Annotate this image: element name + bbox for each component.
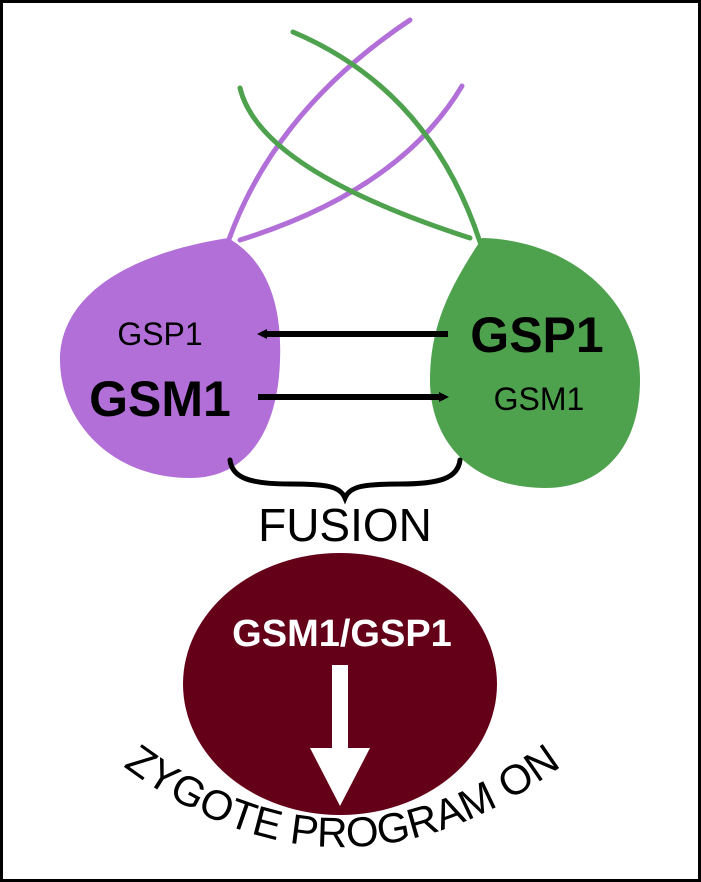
curly-brace-icon xyxy=(227,457,463,505)
minus-flagellum-1 xyxy=(225,17,413,245)
minus-cell-gsp1-label: GSP1 xyxy=(117,316,202,352)
zygote-label: GSM1/GSP1 xyxy=(232,613,452,655)
fusion-label: FUSION xyxy=(258,499,432,551)
minus-gamete-cell xyxy=(60,238,281,478)
plus-cell-gsm1-label: GSM1 xyxy=(494,381,585,417)
plus-gamete-cell xyxy=(430,238,640,488)
down-arrow-icon xyxy=(310,665,370,806)
plus-cell-gsp1-label: GSP1 xyxy=(470,307,603,363)
plus-flagellum-2 xyxy=(237,85,473,241)
minus-flagellum-2 xyxy=(237,83,465,243)
minus-cell-gsm1-label: GSM1 xyxy=(89,371,231,427)
plus-flagellum-1 xyxy=(290,29,483,245)
flagella xyxy=(225,17,483,245)
